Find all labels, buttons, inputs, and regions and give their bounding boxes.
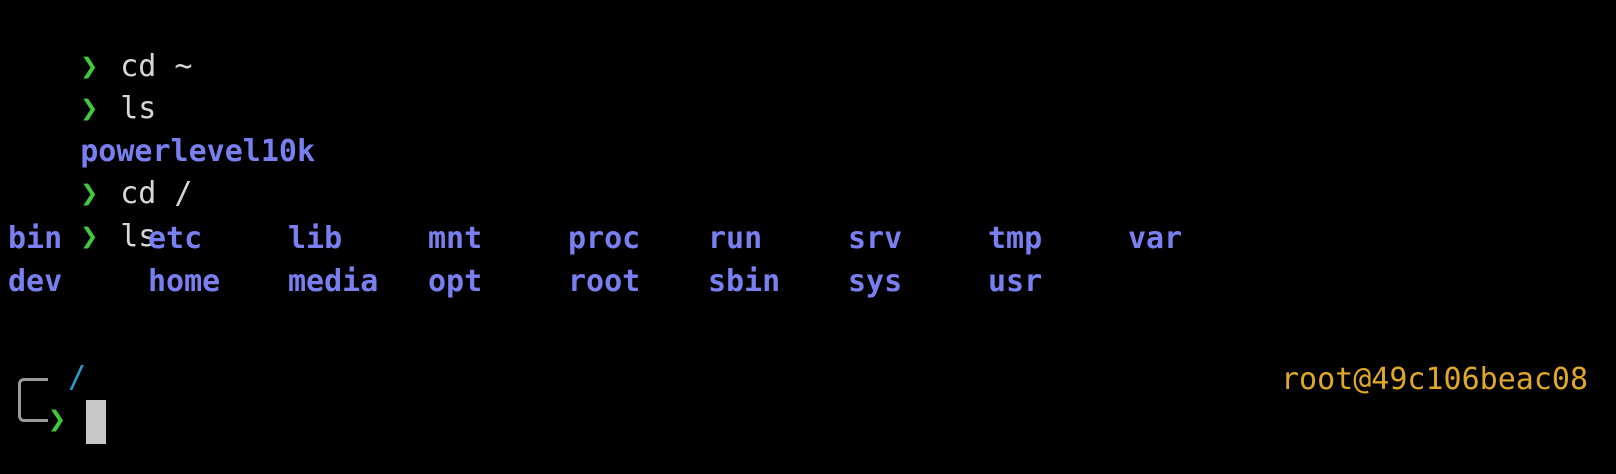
ls-entry-opt: opt: [428, 264, 483, 299]
history-line-1: ❯ cd ~: [8, 7, 192, 84]
history-line-5: ❯ ls: [8, 177, 156, 254]
prompt-chevron-icon: ❯: [80, 176, 99, 211]
ls-entry-media: media: [288, 264, 379, 299]
ls-entry-dev: dev: [8, 264, 63, 299]
ls-entry-etc: etc: [148, 221, 203, 256]
ls-entry-root: root: [568, 264, 641, 299]
ls-entry-lib: lib: [288, 221, 343, 256]
command-text: cd /: [120, 176, 193, 211]
ls-entry-usr: usr: [988, 264, 1043, 299]
ls-entry-sbin: sbin: [708, 264, 781, 299]
prompt-chevron-icon: ❯: [80, 219, 99, 254]
ls-entry-tmp: tmp: [988, 221, 1043, 256]
prompt-chevron-icon: ❯: [80, 49, 99, 84]
output-directory: powerlevel10k: [80, 134, 316, 169]
ls-entry-proc: proc: [568, 221, 641, 256]
text-cursor[interactable]: [86, 400, 106, 444]
active-prompt-chevron-icon: ❯: [48, 402, 67, 437]
history-line-2: ❯ ls: [8, 49, 156, 126]
ls-entry-sys: sys: [848, 264, 903, 299]
ls-entry-mnt: mnt: [428, 221, 483, 256]
ls-entry-bin: bin: [8, 221, 63, 256]
command-text: ls: [120, 91, 157, 126]
prompt-frame-icon: [18, 378, 48, 422]
ls-entry-var: var: [1128, 221, 1183, 256]
history-line-3: powerlevel10k: [8, 92, 315, 169]
host-label: root@49c106beac08: [1280, 362, 1588, 397]
prompt-chevron-icon: ❯: [80, 91, 99, 126]
history-line-4: ❯ cd /: [8, 134, 192, 211]
ls-entry-home: home: [148, 264, 221, 299]
command-text: ls: [120, 219, 157, 254]
command-text: cd ~: [120, 49, 193, 84]
current-directory: /: [68, 360, 87, 395]
ls-entry-srv: srv: [848, 221, 903, 256]
ls-entry-run: run: [708, 221, 763, 256]
